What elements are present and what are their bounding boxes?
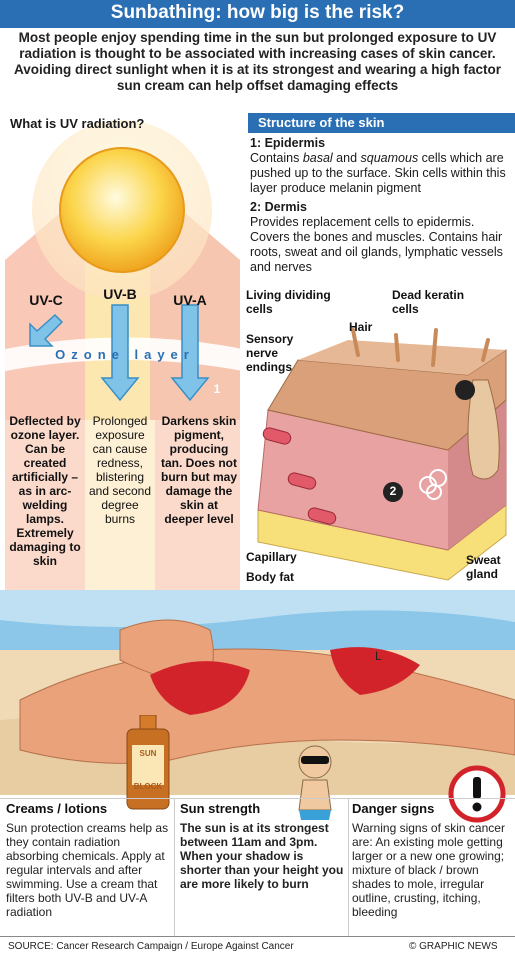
man-figure-icon bbox=[298, 745, 332, 820]
capillary-1 bbox=[262, 427, 292, 445]
sweat-gland-label: Sweat gland bbox=[466, 553, 501, 581]
footer-bar bbox=[0, 936, 515, 959]
epidermis-title: 1: Epidermis bbox=[250, 136, 326, 150]
danger-text: Warning signs of skin cancer are: An exi… bbox=[352, 821, 505, 919]
sun-icon bbox=[59, 147, 185, 273]
sunbather-illustration: L bbox=[0, 590, 515, 795]
skin-heading: Structure of the skin bbox=[258, 115, 385, 130]
living-cells-label: Living dividing cells bbox=[246, 288, 331, 316]
marker-1 bbox=[455, 380, 475, 400]
capillary-3 bbox=[307, 507, 337, 525]
creams-title: Creams / lotions bbox=[6, 801, 108, 816]
uv-heading: What is UV radiation? bbox=[10, 116, 145, 131]
body-fat-label: Body fat bbox=[246, 570, 294, 584]
danger-title: Danger signs bbox=[352, 801, 435, 816]
uv-b-desc: Prolonged exposure can cause redness, bl… bbox=[88, 414, 152, 526]
column-divider-2 bbox=[348, 798, 349, 936]
divider bbox=[0, 798, 515, 799]
uv-a-desc: Darkens skin pigment, producing tan. Doe… bbox=[160, 414, 237, 526]
bikini-top bbox=[330, 647, 420, 695]
capillary-2 bbox=[287, 472, 317, 490]
skin-diagram bbox=[257, 328, 507, 581]
epidermis-text: Contains basal and squamous cells which … bbox=[250, 151, 506, 195]
uv-c-desc: Deflected by ozone layer. Can be created… bbox=[9, 414, 81, 568]
marker-2 bbox=[383, 482, 403, 502]
capillary-label: Capillary bbox=[246, 550, 297, 564]
title-bar bbox=[0, 0, 515, 28]
uv-a-label: UV-A bbox=[173, 292, 207, 308]
uv-c-arrow-icon bbox=[29, 313, 64, 347]
uv-b-label: UV-B bbox=[103, 286, 137, 302]
marker-1-label: 1 bbox=[213, 382, 221, 396]
credit-text: © GRAPHIC NEWS bbox=[409, 941, 498, 952]
intro-text: Most people enjoy spending time in the s… bbox=[13, 30, 502, 93]
uv-b-arrow-icon bbox=[100, 304, 140, 402]
ozone-label: Ozone layer bbox=[55, 347, 195, 362]
sunblock-label-bottom: BLOCK bbox=[133, 782, 163, 791]
uv-c-label: UV-C bbox=[29, 292, 63, 308]
marker-2-label: 2 bbox=[389, 484, 397, 498]
creams-text: Sun protection creams help as they conta… bbox=[6, 821, 169, 919]
dermis-title: 2: Dermis bbox=[250, 200, 307, 214]
source-text: SOURCE: Cancer Research Campaign / Europ… bbox=[8, 941, 294, 952]
uv-diagram bbox=[0, 120, 248, 590]
bikini-bottom bbox=[150, 661, 250, 715]
svg-text:L: L bbox=[375, 649, 382, 663]
page-title: Sunbathing: how big is the risk? bbox=[110, 2, 405, 23]
hair-follicle bbox=[467, 379, 500, 480]
sunblock-bottle-icon bbox=[126, 715, 170, 810]
sun-strength-title: Sun strength bbox=[180, 801, 261, 816]
hair-label: Hair bbox=[349, 320, 373, 334]
dead-keratin-label: Dead keratin cells bbox=[392, 288, 465, 316]
uv-a-arrow-icon bbox=[170, 304, 210, 402]
dermis-text: Provides replacement cells to epidermis.… bbox=[250, 215, 503, 274]
sunblock-label-top: SUN bbox=[139, 749, 157, 758]
sun-strength-text: The sun is at its strongest between 11am… bbox=[180, 821, 344, 891]
danger-icon bbox=[448, 765, 506, 823]
column-divider-1 bbox=[174, 798, 175, 936]
sensory-label: Sensory nerve endings bbox=[246, 332, 294, 374]
skin-heading-bar bbox=[248, 113, 515, 133]
